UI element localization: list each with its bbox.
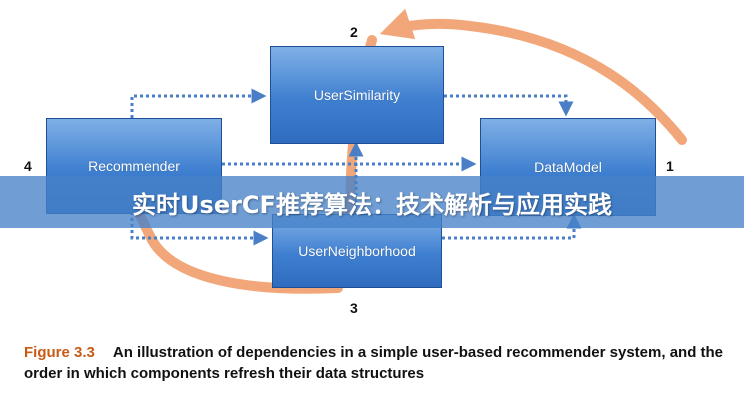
order-number-4: 4 bbox=[24, 158, 32, 174]
banner-title: 实时UserCF推荐算法：技术解析与应用实践 bbox=[132, 190, 612, 219]
order-number-3: 3 bbox=[350, 300, 358, 316]
figure-label: Figure 3.3 bbox=[24, 344, 95, 361]
order-number-2: 2 bbox=[350, 24, 358, 40]
refresh-arrow-1-to-2 bbox=[379, 8, 687, 145]
dep-recommender-to-similarity bbox=[130, 88, 267, 118]
data-model-label: DataModel bbox=[534, 159, 602, 175]
user-similarity-box: UserSimilarity bbox=[270, 46, 444, 144]
dep-similarity-to-datamodel bbox=[444, 94, 574, 117]
recommender-label: Recommender bbox=[88, 158, 180, 174]
user-neighborhood-label: UserNeighborhood bbox=[298, 243, 416, 259]
user-similarity-label: UserSimilarity bbox=[313, 87, 401, 103]
order-number-1: 1 bbox=[666, 158, 674, 174]
caption-text: An illustration of dependencies in a sim… bbox=[24, 344, 724, 382]
title-banner: 实时UserCF推荐算法：技术解析与应用实践 bbox=[0, 176, 744, 228]
